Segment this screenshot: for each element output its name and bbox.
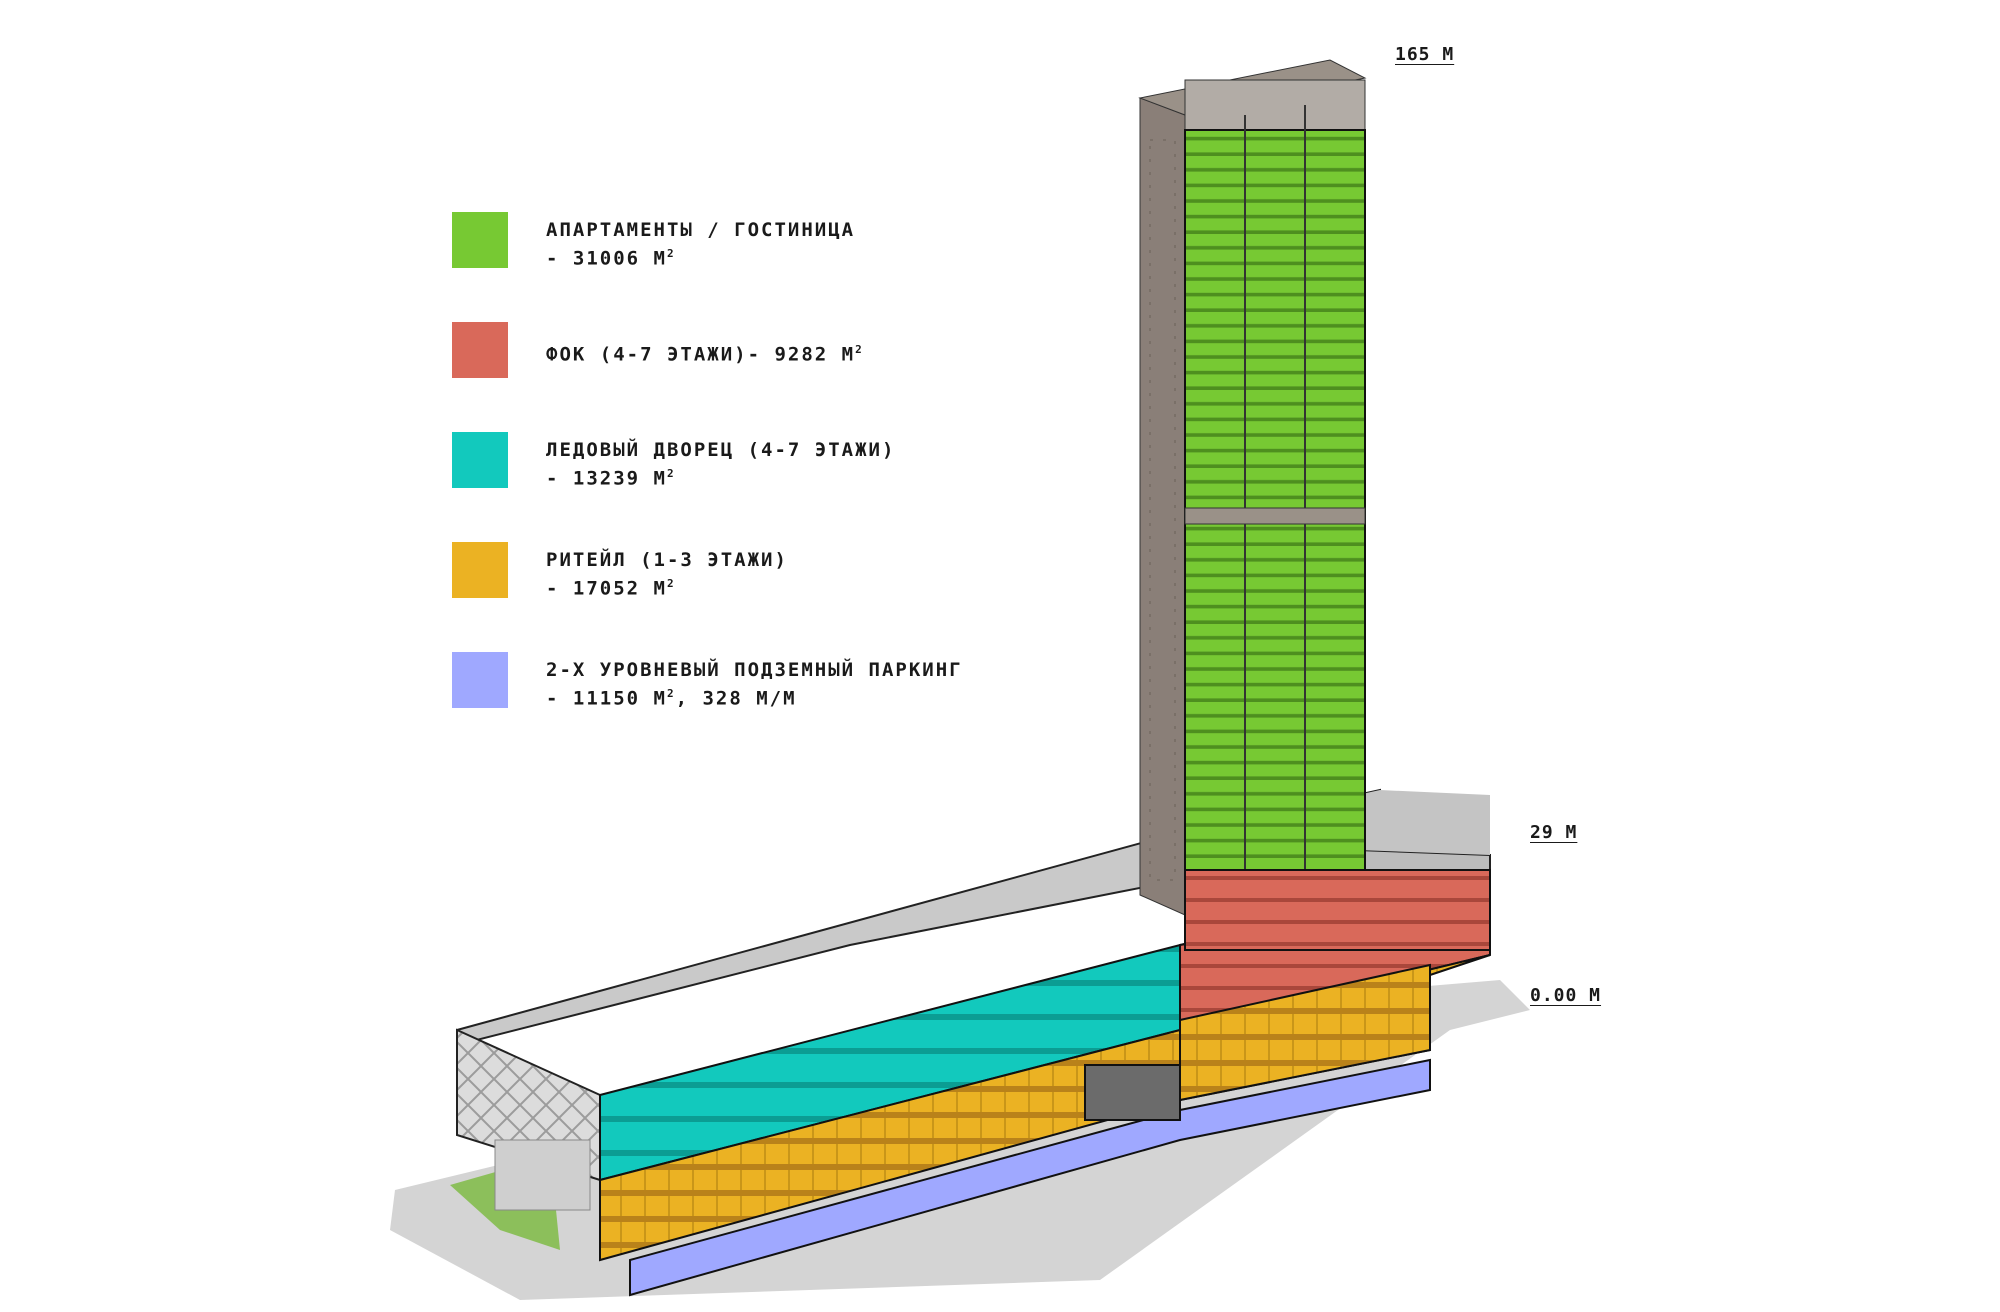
legend-swatch [452, 432, 508, 488]
tower-side-windows [1149, 139, 1176, 881]
legend-label-line1: ЛЕДОВЫЙ ДВОРЕЦ (4-7 ЭТАЖИ) [546, 439, 896, 461]
legend-swatch [452, 322, 508, 378]
tower-crown [1184, 79, 1366, 131]
legend-swatch [452, 212, 508, 268]
legend-label: 2-Х УРОВНЕВЫЙ ПОДЗЕМНЫЙ ПАРКИНГ - 11150 М… [546, 658, 963, 710]
legend-swatch [452, 542, 508, 598]
legend-label: РИТЕЙЛ (1-3 ЭТАЖИ) - 17052 М2 [546, 548, 788, 600]
legend-label-line1: РИТЕЙЛ (1-3 ЭТАЖИ) [546, 549, 788, 571]
legend-label-line2: - 31006 М [546, 247, 667, 270]
legend-label-sup: 2 [666, 467, 676, 480]
legend-label: ФОК (4-7 ЭТАЖИ)- 9282 М2 [546, 338, 864, 366]
legend-label-line1: ФОК (4-7 ЭТАЖИ)- 9282 М [546, 343, 856, 366]
legend-item-fitness: ФОК (4-7 ЭТАЖИ)- 9282 М2 [452, 322, 1152, 382]
fitness-upper [1184, 869, 1491, 951]
tower-mechanical-floor [1184, 507, 1366, 525]
podium-west-columns [494, 1139, 591, 1211]
legend-swatch [452, 652, 508, 708]
legend-label-sup: 2 [666, 687, 676, 700]
legend-label-sup: 2 [855, 343, 864, 356]
legend-label-line2: - 13239 М [546, 467, 667, 490]
level-label-top: 165 М [1395, 44, 1455, 65]
legend-label-line2: - 17052 М [546, 577, 667, 600]
level-label-podium: 29 М [1530, 822, 1578, 843]
legend-label-sup: 2 [666, 247, 676, 260]
legend-label-line2: - 11150 М [546, 687, 667, 710]
legend-item-retail: РИТЕЙЛ (1-3 ЭТАЖИ) - 17052 М2 [452, 542, 1152, 602]
legend-label-sup: 2 [666, 577, 676, 590]
legend-item-apartments: АПАРТАМЕНТЫ / ГОСТИНИЦА - 31006 М2 [452, 212, 1152, 272]
legend-label-line1: АПАРТАМЕНТЫ / ГОСТИНИЦА [546, 219, 856, 241]
legend-item-ice-palace: ЛЕДОВЫЙ ДВОРЕЦ (4-7 ЭТАЖИ) - 13239 М2 [452, 432, 1152, 492]
level-label-ground: 0.00 М [1530, 985, 1602, 1006]
legend-label: АПАРТАМЕНТЫ / ГОСТИНИЦА - 31006 М2 [546, 218, 855, 270]
entrance-void [1084, 1064, 1181, 1121]
legend-label-line1: 2-Х УРОВНЕВЫЙ ПОДЗЕМНЫЙ ПАРКИНГ [546, 659, 963, 681]
legend-item-parking: 2-Х УРОВНЕВЫЙ ПОДЗЕМНЫЙ ПАРКИНГ - 11150 М… [452, 652, 1152, 712]
legend-label-line2-after: , 328 М/М [675, 687, 797, 710]
legend-label: ЛЕДОВЫЙ ДВОРЕЦ (4-7 ЭТАЖИ) - 13239 М2 [546, 438, 895, 490]
